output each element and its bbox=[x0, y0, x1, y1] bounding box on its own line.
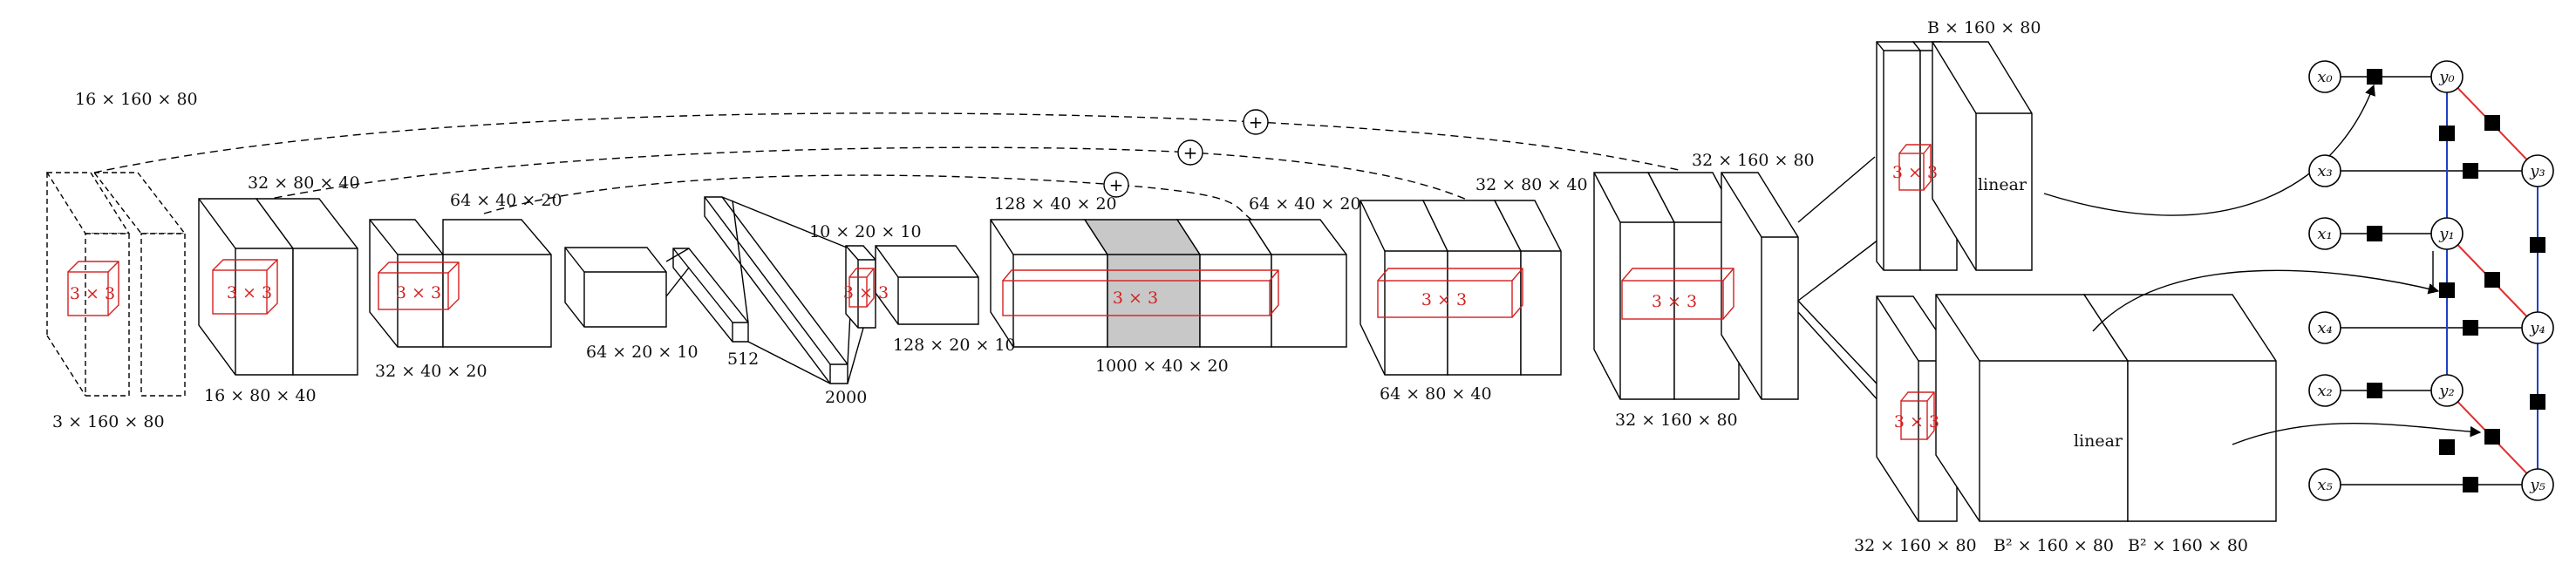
dim-label: 1000 × 40 × 20 bbox=[1095, 357, 1229, 376]
graph-node-y2: y₂ bbox=[2430, 374, 2464, 407]
svg-text:x₃: x₃ bbox=[2317, 162, 2332, 180]
plus-symbol: + bbox=[1183, 142, 1198, 163]
dim-label: 16 × 160 × 80 bbox=[75, 90, 198, 109]
plus-symbol: + bbox=[1249, 112, 1264, 132]
dim-label: B² × 160 × 80 bbox=[2128, 536, 2248, 555]
decoder-kernel-1 bbox=[1002, 269, 1279, 316]
dim-label: 32 × 80 × 40 bbox=[248, 173, 360, 193]
head-1-to-graph-arrow bbox=[2043, 84, 2375, 216]
skip-connections: + + + bbox=[93, 109, 1684, 223]
skip-connection-middle bbox=[261, 146, 1488, 210]
dim-label: 64 × 40 × 20 bbox=[1249, 194, 1361, 214]
factor-graph: x₀ y₀ x₃ y₃ x₁ y₁ x₄ y₄ x₂ y₂ x₅ y₅ bbox=[2043, 60, 2554, 501]
svg-text:y₁: y₁ bbox=[2438, 225, 2454, 243]
kernel-label: 3 × 3 bbox=[1421, 290, 1467, 309]
svg-text:y₀: y₀ bbox=[2438, 68, 2454, 86]
graph-node-x2: x₂ bbox=[2308, 374, 2341, 407]
head-2-arrow-b bbox=[2232, 423, 2482, 445]
dim-label: 64 × 80 × 40 bbox=[1380, 384, 1492, 404]
dim-label: 512 bbox=[727, 350, 759, 369]
dim-label: 32 × 80 × 40 bbox=[1475, 175, 1588, 194]
dim-label: 64 × 40 × 20 bbox=[450, 191, 562, 210]
svg-text:x₅: x₅ bbox=[2317, 476, 2332, 494]
plus-symbol: + bbox=[1109, 174, 1124, 195]
dim-label: 3 × 160 × 80 bbox=[52, 412, 165, 431]
kernel-label: 3 × 3 bbox=[843, 283, 889, 302]
dim-label: B × 160 × 80 bbox=[1927, 18, 2041, 37]
head-1 bbox=[1876, 41, 2033, 271]
graph-node-x5: x₅ bbox=[2308, 468, 2341, 501]
dim-label: 64 × 20 × 10 bbox=[586, 343, 699, 362]
graph-node-y5: y₅ bbox=[2521, 468, 2554, 501]
decoder-block-2 bbox=[1360, 200, 1562, 376]
dim-label: 128 × 20 × 10 bbox=[893, 336, 1016, 355]
kernel-label: 3 × 3 bbox=[1894, 412, 1939, 431]
graph-node-y0: y₀ bbox=[2430, 60, 2464, 93]
svg-text:y₂: y₂ bbox=[2438, 382, 2454, 400]
svg-text:y₅: y₅ bbox=[2529, 476, 2545, 494]
kernel-label: 3 × 3 bbox=[227, 283, 272, 302]
graph-node-x0: x₀ bbox=[2308, 60, 2341, 93]
svg-text:y₃: y₃ bbox=[2529, 162, 2545, 180]
fc-layer-512 bbox=[672, 248, 749, 343]
graph-node-x4: x₄ bbox=[2308, 311, 2341, 344]
decoder-block-3 bbox=[1593, 172, 1799, 400]
kernel-label: 3 × 3 bbox=[1892, 163, 1938, 182]
head-2 bbox=[1876, 294, 2277, 522]
dim-label: 32 × 160 × 80 bbox=[1854, 536, 1977, 555]
dim-label: 16 × 80 × 40 bbox=[204, 386, 317, 405]
dimension-labels: 16 × 160 × 80 3 × 160 × 80 32 × 80 × 40 … bbox=[52, 18, 2248, 555]
skip-connection-outer bbox=[93, 112, 1684, 173]
svg-text:x₂: x₂ bbox=[2317, 382, 2332, 400]
dim-label: 32 × 160 × 80 bbox=[1692, 151, 1815, 170]
linear-label: linear bbox=[2074, 431, 2123, 451]
svg-text:x₀: x₀ bbox=[2317, 68, 2332, 86]
decoder-kernel-3 bbox=[1621, 268, 1734, 320]
encoder-kernel-2 bbox=[378, 261, 460, 310]
svg-text:x₄: x₄ bbox=[2317, 319, 2332, 337]
graph-node-x1: x₁ bbox=[2308, 217, 2341, 250]
kernel-label: 3 × 3 bbox=[396, 283, 441, 302]
encoder-block-3 bbox=[564, 247, 667, 328]
kernel-label: 3 × 3 bbox=[1652, 292, 1697, 311]
graph-node-y3: y₃ bbox=[2521, 154, 2554, 187]
kernel-label: 3 × 3 bbox=[1113, 289, 1158, 308]
dim-label: 2000 bbox=[825, 388, 867, 407]
encoder-block-2 bbox=[369, 219, 552, 348]
dim-label: 32 × 40 × 20 bbox=[375, 362, 487, 381]
svg-text:y₄: y₄ bbox=[2529, 319, 2545, 337]
head-2-arrow-a bbox=[2092, 269, 2440, 332]
reshape-block-large bbox=[875, 245, 979, 325]
dim-label: B² × 160 × 80 bbox=[1993, 536, 2114, 555]
decoder-kernel-2 bbox=[1377, 268, 1523, 318]
reshape-kernel bbox=[848, 268, 875, 308]
head-1-kernel bbox=[1898, 144, 1932, 191]
encoder-kernel-1 bbox=[212, 259, 278, 315]
factor-nodes bbox=[2367, 69, 2545, 492]
dim-label: 32 × 160 × 80 bbox=[1615, 411, 1738, 430]
dim-label: 10 × 20 × 10 bbox=[809, 222, 922, 241]
encoder-block-1 bbox=[198, 198, 358, 376]
svg-text:x₁: x₁ bbox=[2317, 225, 2332, 243]
graph-node-x3: x₃ bbox=[2308, 154, 2341, 187]
dim-label: 128 × 40 × 20 bbox=[994, 194, 1117, 214]
graph-node-y4: y₄ bbox=[2521, 311, 2554, 344]
linear-label: linear bbox=[1978, 175, 2027, 194]
plus-node-middle: + bbox=[1177, 139, 1203, 166]
plus-node-inner: + bbox=[1103, 172, 1129, 198]
head-2-kernel bbox=[1900, 391, 1935, 440]
graph-node-y1: y₁ bbox=[2430, 217, 2464, 250]
plus-node-outer: + bbox=[1243, 109, 1269, 135]
decoder-block-1 bbox=[990, 219, 1347, 348]
input-kernel bbox=[67, 261, 119, 316]
kernel-label: 3 × 3 bbox=[70, 284, 115, 303]
skip-connection-inner bbox=[483, 174, 1257, 223]
